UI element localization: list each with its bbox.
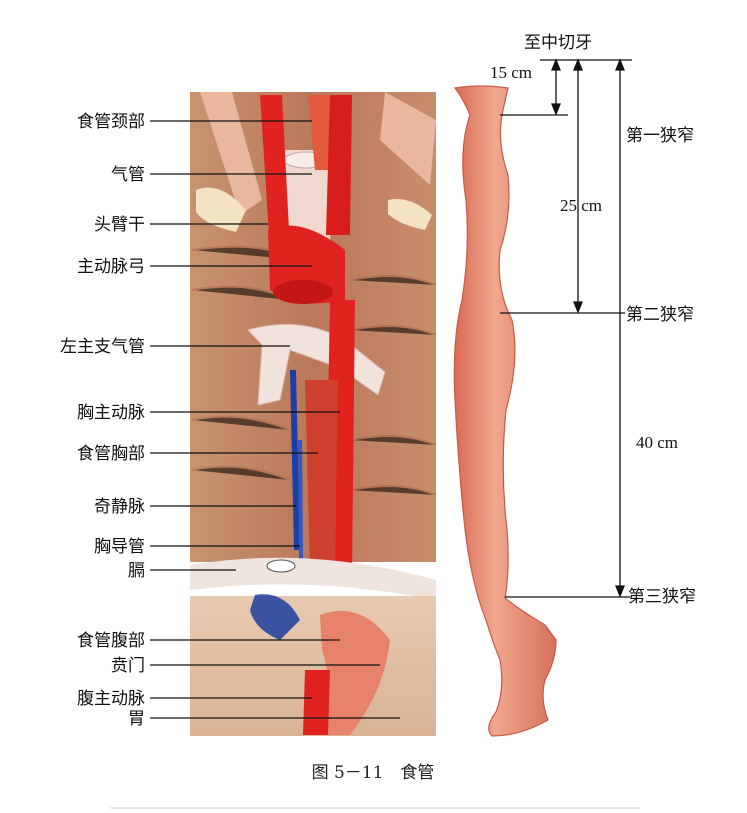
rib-texture [191,245,437,496]
label-thoracic-duct: 胸导管 [94,537,145,557]
measure-40cm: 40 cm [636,433,678,452]
diaphragm-opening [266,559,296,573]
clavicle-left [196,187,246,232]
label-cardia: 贲门 [111,656,145,676]
left-leader-lines [150,120,400,719]
arrowhead-25-bottom [573,301,583,314]
ivc-shape [250,594,300,640]
label-incisors: 至中切牙 [524,33,592,53]
dimension-arrows [551,58,625,598]
label-aortic-arch: 主动脉弓 [77,257,145,277]
esophagus-thorax-shape [305,380,338,570]
neck-muscle-right [380,92,436,185]
abdominal-aorta-shape [303,670,330,735]
arrowhead-15-bottom [551,103,561,116]
clavicle-right [388,199,432,230]
carotid-left [260,95,290,250]
stomach-shape [320,610,390,735]
label-third-narrowing: 第三狭窄 [628,587,696,607]
thoracic-duct-shape [298,440,303,560]
label-esophagus-abdominal: 食管腹部 [77,631,145,651]
figure-caption: 图 5－11 食管 [312,763,435,783]
label-esophagus-thoracic: 食管胸部 [77,444,145,464]
label-trachea: 气管 [111,165,145,185]
label-thoracic-aorta: 胸主动脉 [77,403,145,423]
arrowhead-40-top [615,58,625,71]
measure-15cm: 15 cm [490,63,532,82]
label-abdominal-aorta: 腹主动脉 [77,689,145,709]
aorta-section [273,280,333,304]
diaphragm-shape [190,557,436,600]
arrowhead-40-bottom [615,585,625,598]
label-azygos-vein: 奇静脉 [94,497,145,517]
esophagus-isolated [453,85,557,737]
label-diaphragm: 膈 [128,561,145,581]
label-left-main-bronchus: 左主支气管 [60,337,145,357]
label-second-narrowing: 第二狭窄 [626,305,694,325]
arrowhead-25-top [573,58,583,71]
anatomy-panel [190,92,437,736]
arrowhead-15-top [551,58,561,71]
left-labels: 食管颈部 气管 头臂干 主动脉弓 左主支气管 胸主动脉 食管胸部 奇静脉 胸导管… [60,112,145,729]
label-esophagus-cervical: 食管颈部 [77,112,145,132]
label-first-narrowing: 第一狭窄 [626,126,694,146]
label-brachiocephalic-trunk: 头臂干 [94,215,145,235]
right-reference-lines [500,59,632,598]
azygos-shape [290,370,300,550]
carotid-right [326,95,352,235]
measure-25cm: 25 cm [560,196,602,215]
label-stomach: 胃 [128,709,145,729]
neck-muscle-left [200,92,262,215]
